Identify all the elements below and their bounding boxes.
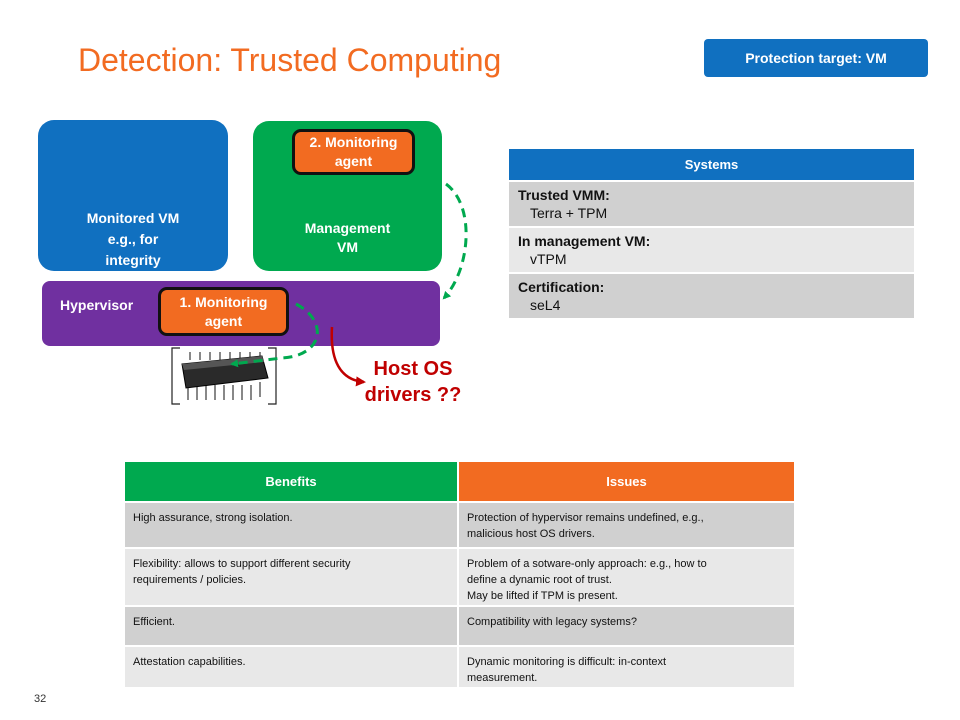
protection-target-badge: Protection target: VM [704, 39, 928, 77]
table-row: Attestation capabilities. Dynamic monito… [123, 645, 796, 689]
issue-cell: Problem of a sotware-only approach: e.g.… [457, 547, 796, 607]
dashed-arrow-mgmt [442, 182, 468, 300]
systems-table: Systems Trusted VMM: Terra + TPM In mana… [509, 149, 914, 318]
systems-row-label: Certification: [518, 279, 605, 295]
issue-cell: Protection of hypervisor remains undefin… [457, 501, 796, 549]
dashed-arrow-chip [230, 302, 319, 368]
systems-row: Trusted VMM: Terra + TPM [509, 180, 914, 226]
systems-row-value: vTPM [530, 251, 567, 267]
host-os-drivers-label: Host OS drivers ?? [364, 358, 462, 406]
benefits-issues-table: Benefits Issues High assurance, strong i… [123, 460, 796, 689]
cpu-chip-icon [181, 352, 269, 400]
benefits-header: Benefits [123, 460, 459, 503]
systems-row-label: In management VM: [518, 233, 651, 249]
table-row: Efficient. Compatibility with legacy sys… [123, 605, 796, 647]
table-row: Flexibility: allows to support different… [123, 547, 796, 607]
systems-row: In management VM: vTPM [509, 226, 914, 272]
monitoring-agent-hypervisor: 1. Monitoring agent [158, 287, 289, 336]
issue-cell: Dynamic monitoring is difficult: in-cont… [457, 645, 796, 689]
systems-row-value: Terra + TPM [530, 205, 608, 221]
monitoring-agent-management: 2. Monitoring agent [292, 129, 415, 175]
table-row: High assurance, strong isolation. Protec… [123, 501, 796, 549]
benefit-cell: Efficient. [123, 605, 459, 647]
hypervisor-label: Hypervisor [60, 297, 134, 313]
chip-bracket [171, 347, 277, 405]
systems-row: Certification: seL4 [509, 272, 914, 318]
benefit-cell: Flexibility: allows to support different… [123, 547, 459, 607]
systems-row-label: Trusted VMM: [518, 187, 610, 203]
monitored-vm-box: Monitored VM e.g., for integrity [38, 120, 228, 271]
benefit-cell: High assurance, strong isolation. [123, 501, 459, 549]
red-arrow-hostos [330, 326, 366, 387]
management-vm-label: Management VM [304, 220, 391, 255]
issues-header: Issues [457, 460, 796, 503]
slide-title: Detection: Trusted Computing [78, 42, 502, 78]
systems-row-value: seL4 [530, 297, 561, 313]
systems-header: Systems [509, 149, 914, 180]
page-number: 32 [34, 693, 47, 705]
benefit-cell: Attestation capabilities. [123, 645, 459, 689]
issue-cell: Compatibility with legacy systems? [457, 605, 796, 647]
monitored-vm-label: Monitored VM e.g., for integrity [86, 210, 180, 268]
